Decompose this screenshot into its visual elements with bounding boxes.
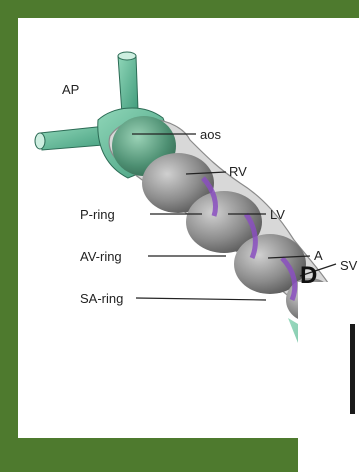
label-p-ring: P-ring bbox=[80, 207, 115, 222]
label-av-ring: AV-ring bbox=[80, 249, 122, 264]
pharyngeal-arch-vessel-top bbox=[118, 52, 138, 114]
label-aos: aos bbox=[200, 127, 221, 142]
label-lv: LV bbox=[270, 207, 285, 222]
label-rv: RV bbox=[229, 164, 247, 179]
label-ap: AP bbox=[62, 82, 79, 97]
panel-letter: D bbox=[300, 264, 317, 288]
scale-bar bbox=[350, 324, 355, 414]
label-a: A bbox=[314, 248, 323, 263]
label-sv: SV bbox=[340, 258, 358, 273]
adjacent-panel bbox=[298, 282, 359, 472]
label-sa-ring: SA-ring bbox=[80, 291, 123, 306]
